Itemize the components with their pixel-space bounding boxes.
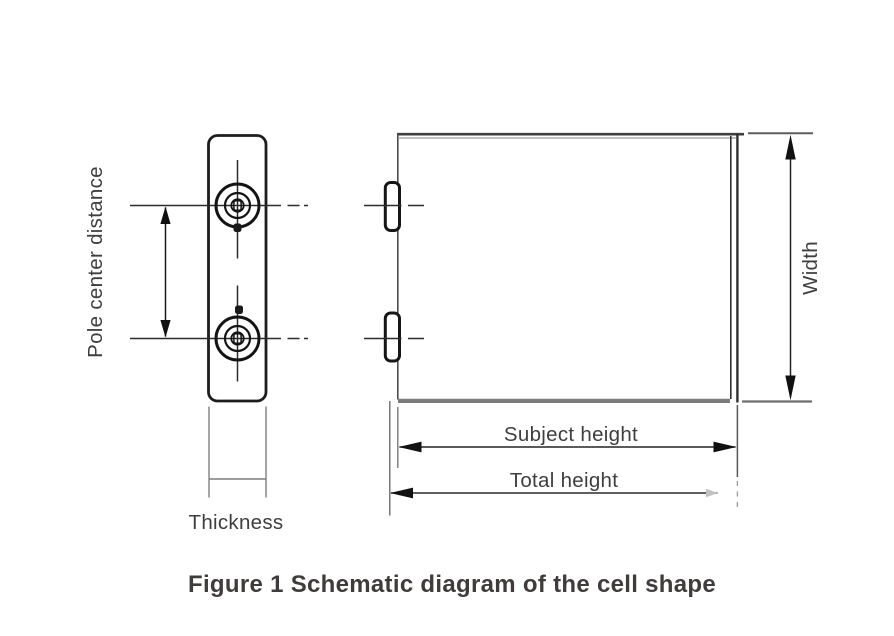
thickness-label: Thickness: [189, 511, 284, 534]
side-view-body: [207, 134, 268, 403]
width-dimension: Width: [742, 132, 822, 403]
front-view: Width Subject height Total height: [364, 132, 822, 516]
pole-center-slot: [233, 199, 242, 212]
pole-inner-ring: [230, 331, 245, 346]
pole-terminal-bottom: [214, 305, 261, 362]
pole-tab-top: [383, 181, 401, 232]
thickness-dimension: [208, 406, 267, 498]
figure-caption: Figure 1 Schematic diagram of the cell s…: [188, 571, 716, 598]
pole-center-slot: [233, 332, 242, 345]
pole-middle-ring: [223, 324, 252, 353]
subject-height-label: Subject height: [504, 423, 638, 446]
front-view-body: [398, 134, 738, 400]
pole-center-distance-label: Pole center distance: [84, 166, 107, 358]
arrowhead-left: [390, 487, 413, 499]
pole-inner-ring: [230, 198, 245, 213]
pole-outer-ring: [214, 315, 261, 362]
pole-center-distance-dimension: [160, 206, 171, 338]
arrowhead-right-faded: [706, 488, 718, 498]
arrowhead-up: [160, 206, 171, 224]
pole-tab-bottom: [383, 311, 401, 363]
width-label: Width: [799, 241, 822, 295]
arrowhead-down: [160, 320, 171, 338]
side-view: Pole center distance Thickness: [84, 134, 308, 534]
arrowhead-up: [785, 134, 796, 160]
subject-height-dimension: Subject height: [397, 405, 739, 512]
pole-terminal-top: [214, 182, 261, 232]
total-height-dimension: Total height: [389, 401, 718, 516]
pole-notch: [235, 305, 243, 314]
arrowhead-left: [398, 441, 422, 453]
total-height-label: Total height: [510, 469, 618, 492]
pole-middle-ring: [223, 191, 252, 220]
arrowhead-down: [785, 375, 796, 401]
arrowhead-right: [713, 441, 737, 453]
pole-notch: [233, 223, 242, 232]
